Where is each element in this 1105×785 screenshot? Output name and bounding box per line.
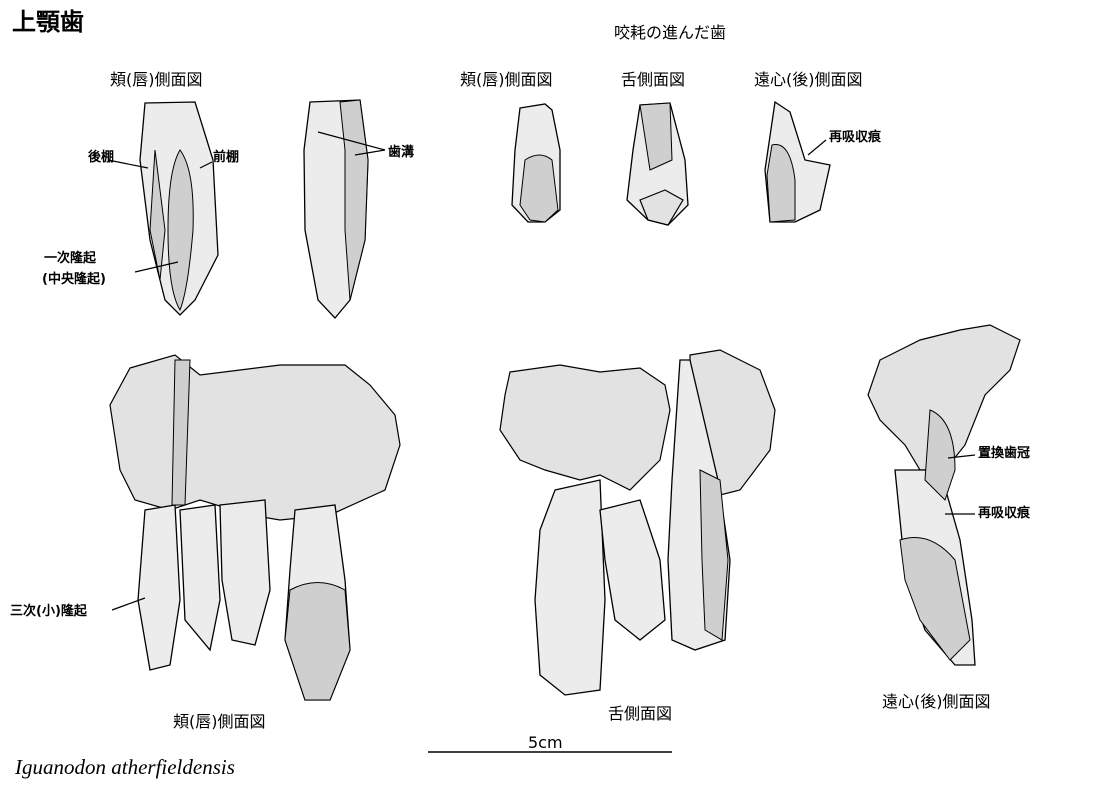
worn-teeth-heading: 咬耗の進んだ歯 [614,23,727,42]
species-name: Iguanodon atherfieldensis [15,755,235,779]
label-replacement-crown: 置換歯冠 [978,446,1031,461]
label-buccal-view-top: 頬(唇)側面図 [110,70,203,89]
label-resorption-bottom: 再吸収痕 [978,506,1031,521]
worn-tooth-distal [764,100,831,223]
label-worn-distal-view: 遠心(後)側面図 [754,70,863,89]
label-worn-lingual-view: 舌側面図 [621,70,686,89]
tooth-buccal-view [107,101,219,316]
label-groove: 歯溝 [388,145,415,160]
figure-title: 上顎歯 [12,8,84,36]
label-tertiary-ridge: 三次(小)隆起 [10,604,87,619]
label-distal-view-bottom: 遠心(後)側面図 [882,692,991,711]
jaw-section-buccal [109,354,401,701]
label-primary-ridge: 一次隆起 [44,251,97,266]
label-anterior-shelf: 前棚 [213,150,240,165]
worn-tooth-buccal [511,103,561,223]
label-posterior-shelf: 後棚 [88,150,115,165]
worn-tooth-lingual [626,102,689,226]
label-resorption-top: 再吸収痕 [829,130,882,145]
jaw-section-distal [867,324,1021,666]
label-lingual-view-bottom: 舌側面図 [608,704,673,723]
tooth-side-view [303,99,386,319]
scale-bar-label: 5cm [528,733,563,752]
label-buccal-view-bottom: 頬(唇)側面図 [173,712,266,731]
label-worn-buccal-view: 頬(唇)側面図 [460,70,553,89]
jaw-section-lingual [499,349,776,696]
label-central-ridge: (中央隆起) [42,272,106,287]
